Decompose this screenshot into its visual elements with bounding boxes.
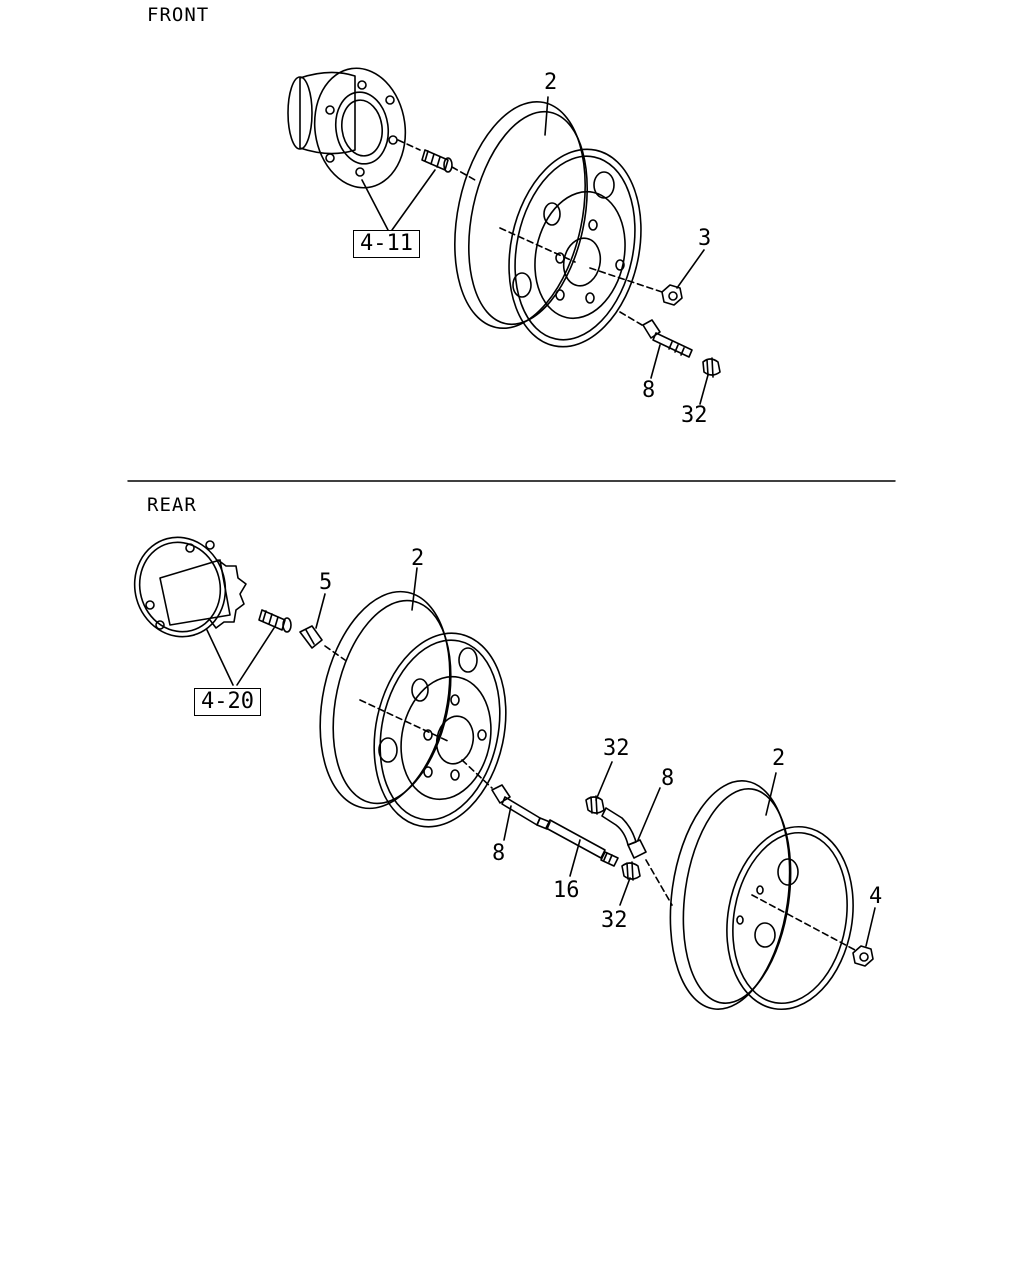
rear-hub-ref-box[interactable]: 4-20 <box>194 688 261 716</box>
callout-front-wheel: 2 <box>544 70 558 95</box>
front-wheel-nut <box>661 284 683 306</box>
callout-rear-inner-valve: 8 <box>492 841 506 866</box>
front-hub-drawing <box>287 67 407 189</box>
front-wheel-drawing <box>454 100 666 348</box>
callout-rear-outer-valve: 8 <box>661 766 675 791</box>
rear-inner-nut <box>299 625 346 661</box>
front-valve-drawing <box>619 311 693 358</box>
callout-rear-extension: 16 <box>553 878 580 903</box>
callout-rear-inner-nut: 5 <box>319 570 333 595</box>
rear-hub-bolt <box>258 609 292 633</box>
section-label-rear: REAR <box>147 494 197 516</box>
rear-extension-hose <box>545 819 619 867</box>
front-hub-ref-box[interactable]: 4-11 <box>353 230 420 258</box>
callout-rear-outer-wheel: 2 <box>772 746 786 771</box>
rear-outer-cap <box>585 795 605 815</box>
callout-front-valve: 8 <box>642 378 656 403</box>
rear-inner-wheel-drawing <box>319 590 507 828</box>
callout-front-nut: 3 <box>698 226 712 251</box>
rear-inner-valve-drawing <box>491 784 551 830</box>
rear-outer-valve-drawing <box>601 807 673 906</box>
rear-extension-cap <box>621 861 641 881</box>
rear-outer-nut <box>852 945 874 967</box>
callout-rear-outer-cap: 32 <box>603 736 630 761</box>
section-label-front: FRONT <box>147 4 210 26</box>
rear-outer-wheel-drawing <box>669 780 856 1011</box>
front-hub-bolt <box>421 149 453 173</box>
callout-rear-extension-cap: 32 <box>601 908 628 933</box>
callout-rear-inner-wheel: 2 <box>411 546 425 571</box>
callout-front-valve-cap: 32 <box>681 403 708 428</box>
callout-rear-outer-nut: 4 <box>869 884 883 909</box>
rear-hub-drawing <box>133 536 247 638</box>
front-valve-cap <box>702 357 721 378</box>
